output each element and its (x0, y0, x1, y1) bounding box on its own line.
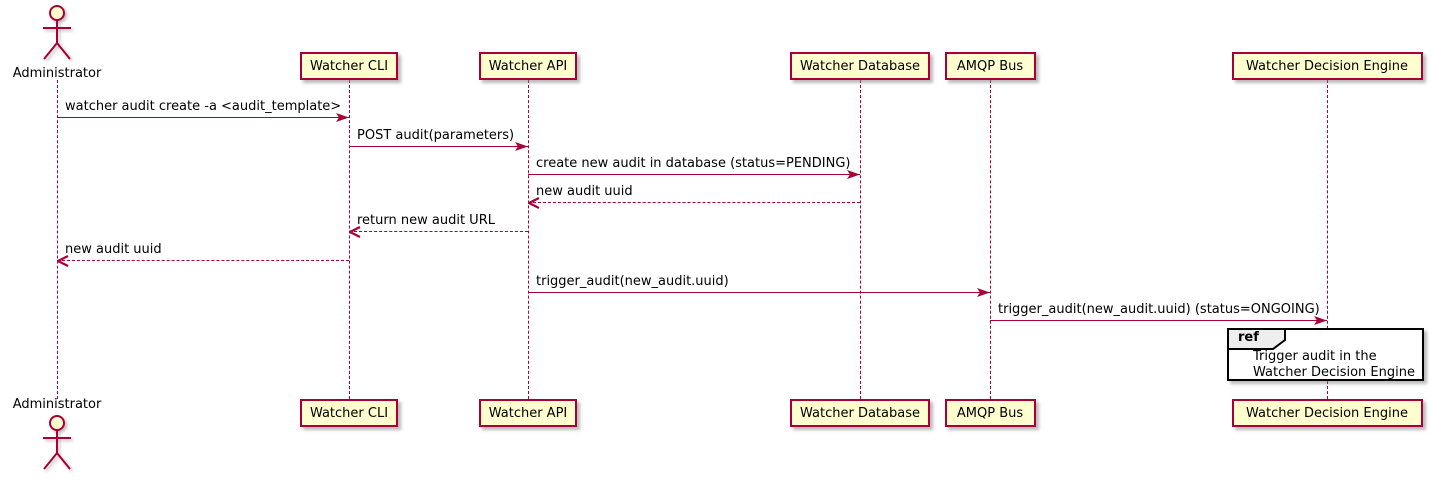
actor-figure-administrator-top (43, 5, 71, 60)
message-label-3: create new audit in database (status=PEN… (536, 156, 851, 171)
arrowhead-icon-message-7 (977, 288, 990, 297)
arrowhead-icon-message-2 (515, 142, 528, 151)
message-line-2 (349, 146, 528, 147)
arrowhead-icon-message-5 (349, 226, 361, 238)
message-label-5: return new audit URL (357, 213, 495, 228)
lifeline-watcher-decision-engine (1327, 80, 1328, 399)
ref-text: Trigger audit in the Watcher Decision En… (1253, 349, 1415, 381)
message-line-5 (349, 231, 528, 232)
message-label-2: POST audit(parameters) (357, 128, 515, 143)
actor-label-administrator-bottom: Administrator (12, 397, 102, 412)
arrowhead-icon-message-1 (336, 113, 349, 122)
message-label-1: watcher audit create -a <audit_template> (65, 99, 342, 114)
message-label-4: new audit uuid (536, 184, 633, 199)
ref-keyword: ref (1238, 330, 1259, 345)
lifeline-watcher-api (528, 80, 529, 399)
lifeline-watcher-database (860, 80, 861, 399)
lifeline-administrator (57, 80, 58, 399)
message-line-7 (528, 292, 990, 293)
participant-box-watcher-database-top: Watcher Database (790, 52, 930, 80)
participant-box-watcher-api-bottom: Watcher API (479, 399, 577, 427)
actor-figure-administrator-bottom (43, 415, 71, 470)
ref-fragment: ref Trigger audit in the Watcher Decisio… (1227, 328, 1424, 381)
arrowhead-icon-message-8 (1314, 316, 1327, 325)
message-line-8 (990, 320, 1327, 321)
participant-box-watcher-cli-bottom: Watcher CLI (300, 399, 398, 427)
participant-box-watcher-decision-engine-top: Watcher Decision Engine (1231, 52, 1423, 80)
participant-box-watcher-api-top: Watcher API (479, 52, 577, 80)
actor-label-administrator-top: Administrator (12, 66, 102, 81)
participant-box-watcher-decision-engine-bottom: Watcher Decision Engine (1231, 399, 1423, 427)
lifeline-watcher-cli (349, 80, 350, 399)
message-line-1 (57, 117, 349, 118)
message-label-6: new audit uuid (65, 242, 162, 257)
participant-box-watcher-cli-top: Watcher CLI (300, 52, 398, 80)
message-label-7: trigger_audit(new_audit.uuid) (536, 274, 729, 289)
ref-header-pentagon-icon (1227, 328, 1286, 350)
message-label-8: trigger_audit(new_audit.uuid) (status=ON… (998, 302, 1320, 317)
message-line-6 (57, 260, 349, 261)
participant-box-amqp-bus-bottom: AMQP Bus (944, 399, 1036, 427)
message-line-4 (528, 202, 860, 203)
message-line-3 (528, 174, 860, 175)
arrowhead-icon-message-3 (847, 170, 860, 179)
ref-text-line-2: Watcher Decision Engine (1253, 365, 1415, 380)
lifeline-amqp-bus (990, 80, 991, 399)
arrowhead-icon-message-4 (528, 197, 540, 209)
arrowhead-icon-message-6 (57, 255, 69, 267)
participant-box-amqp-bus-top: AMQP Bus (944, 52, 1036, 80)
ref-text-line-1: Trigger audit in the (1253, 349, 1377, 364)
participant-box-watcher-database-bottom: Watcher Database (790, 399, 930, 427)
